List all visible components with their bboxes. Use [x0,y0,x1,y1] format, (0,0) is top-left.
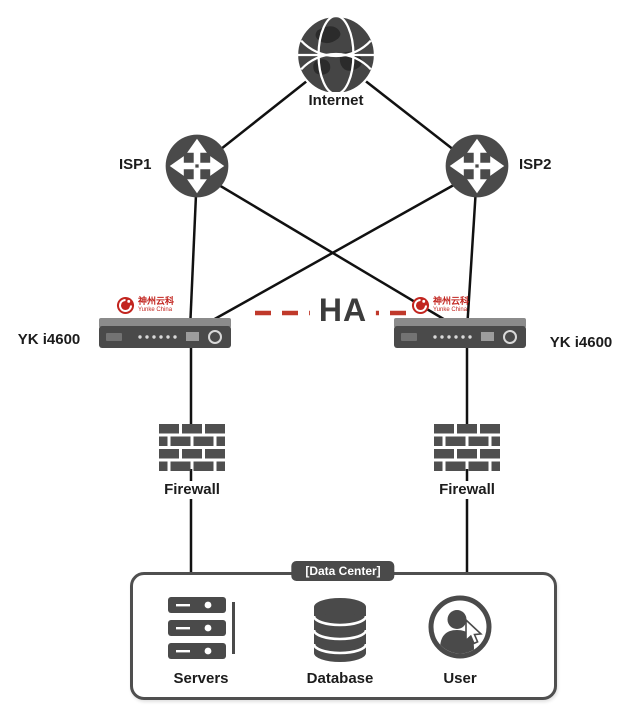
firewall-right-label: Firewall [436,481,498,499]
user-icon [428,595,492,659]
device-right-label: YK i4600 [546,334,616,352]
firewall-left-icon [159,424,225,471]
vendor-name: 神州云科 [433,296,470,307]
servers-icon [168,597,235,659]
datacenter-badge: [Data Center] [291,561,395,582]
vendor-logo-right: 神州云科 Yunke China [411,293,527,317]
isp1-router-icon [165,134,229,198]
device-left: 神州云科 Yunke China [98,293,232,354]
vendor-subtitle: Yunke China [433,306,468,313]
servers-label: Servers [170,670,232,688]
device-right: 神州云科 Yunke China [393,293,527,354]
vendor-name: 神州云科 [138,296,175,307]
isp2-label: ISP2 [516,156,555,174]
yunke-logo-icon [116,296,135,314]
adc-appliance-icon [394,318,526,348]
firewall-right-icon [434,424,500,471]
user-label: User [440,670,480,688]
vendor-subtitle: Yunke China [138,306,173,313]
device-left-label: YK i4600 [14,331,84,349]
database-label: Database [303,670,377,688]
ha-label: HA [309,293,377,328]
internet-globe-icon [295,14,377,96]
adc-appliance-icon [99,318,231,348]
database-icon [312,598,368,662]
internet-label: Internet [305,92,367,110]
yunke-logo-icon [411,296,430,314]
firewall-left-label: Firewall [161,481,223,499]
isp2-router-icon [445,134,509,198]
isp1-label: ISP1 [116,156,155,174]
vendor-logo-left: 神州云科 Yunke China [116,293,232,317]
